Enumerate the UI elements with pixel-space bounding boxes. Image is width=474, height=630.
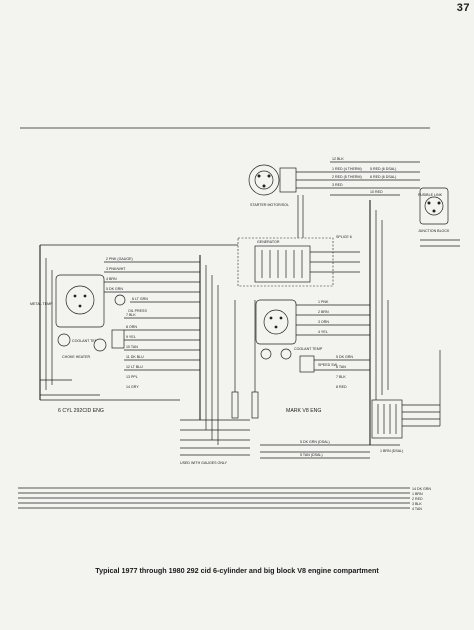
wire-top-1: 12 BLK bbox=[332, 157, 344, 161]
junction-label: JUNCTION BLOCK bbox=[418, 229, 450, 233]
splice-label: SPLICE 6 bbox=[336, 235, 352, 239]
v8-engine: COOLANT TEMP SPEED SW bbox=[255, 299, 370, 373]
coolant-right-label: COOLANT TEMP bbox=[294, 347, 323, 351]
six-cyl-engine: METAL TEMP COOLANT TEMP CHOKE HEATER OIL… bbox=[30, 274, 147, 359]
wire-top-3: 2 RED (5 THERM) bbox=[332, 175, 362, 179]
wire-left-1: 2 PNK (GAUGE) bbox=[106, 257, 133, 261]
wire-right-5: 5 DK GRN bbox=[336, 355, 353, 359]
wire-top-5: 5 RED (6 DSAL) bbox=[370, 167, 396, 171]
junction-block: JUNCTION BLOCK FUSIBLE LINK bbox=[418, 187, 460, 247]
starter-motor: STARTER MOTOR/SOL bbox=[248, 164, 330, 207]
gauges-only-label: USED WITH GAUGES ONLY bbox=[180, 461, 228, 465]
wire-left-6: 7 BLK bbox=[126, 313, 136, 317]
center-connectors: USED WITH GAUGES ONLY bbox=[180, 255, 259, 465]
left-harness bbox=[39, 244, 238, 401]
wire-top-7: 10 RED bbox=[370, 190, 383, 194]
six-cyl-title: 6 CYL 292CID ENG bbox=[58, 408, 104, 414]
bus-label-4: 3 BLK bbox=[412, 502, 422, 506]
v8-title: MARK V8 ENG bbox=[286, 408, 321, 414]
wire-left-8: 9 YEL bbox=[126, 335, 136, 339]
right-harness bbox=[369, 200, 441, 446]
wire-left-2: 3 PNK/WHT bbox=[106, 267, 126, 271]
bus-labels: 14 DK GRN 1 BRN 2 RED 3 BLK 4 TAN bbox=[412, 487, 431, 511]
bus-label-2: 1 BRN bbox=[412, 492, 423, 496]
wire-top-6: 6 RED (6 DSAL) bbox=[370, 175, 396, 179]
bus-label-5: 4 TAN bbox=[412, 507, 422, 511]
wire-right-3: 3 ORN bbox=[318, 320, 329, 324]
starter-label: STARTER MOTOR/SOL bbox=[250, 203, 289, 207]
wire-left-11: 12 LT BLU bbox=[126, 365, 143, 369]
metal-temp-label: METAL TEMP bbox=[30, 302, 53, 306]
wire-right-1: 1 PNK bbox=[318, 300, 329, 304]
wire-left-3: 4 BRN bbox=[106, 277, 117, 281]
wire-left-9: 10 TAN bbox=[126, 345, 138, 349]
fusible-link-label: FUSIBLE LINK bbox=[418, 193, 443, 197]
wire-top-4: 3 RED bbox=[332, 183, 343, 187]
wire-left-7: 8 ORN bbox=[126, 325, 137, 329]
right-wire-labels: 1 PNK 2 BRN 3 ORN 4 YEL 5 DK GRN 6 TAN 7… bbox=[318, 300, 353, 389]
diagram-caption: Typical 1977 through 1980 292 cid 6-cyli… bbox=[95, 566, 379, 575]
left-wire-labels: 2 PNK (GAUGE) 3 PNK/WHT 4 BRN 5 DK GRN 6… bbox=[104, 257, 200, 389]
wire-right-7: 7 BLK bbox=[336, 375, 346, 379]
wire-right-2: 2 BRN bbox=[318, 310, 329, 314]
coolant-left-label: COOLANT TEMP bbox=[72, 339, 101, 343]
page-number: 37 bbox=[456, 2, 470, 14]
oil-press-label: OIL PRESS bbox=[128, 309, 147, 313]
wire-bottom-right-2: 5 TAN (DSAL) bbox=[300, 453, 323, 457]
wire-left-5: 6 LT GRN bbox=[132, 297, 148, 301]
wire-right-4: 4 YEL bbox=[318, 330, 328, 334]
wire-right-8: 8 RED bbox=[336, 385, 347, 389]
choke-heater-label: CHOKE HEATER bbox=[62, 355, 90, 359]
wire-top-2: 1 RED (4 THERM) bbox=[332, 167, 362, 171]
wire-bottom-right-1: 5 DK GRN (DSAL) bbox=[300, 440, 330, 444]
generator-label: GENERATOR bbox=[257, 240, 280, 244]
wire-left-12: 13 PPL bbox=[126, 375, 138, 379]
wire-left-4: 5 DK GRN bbox=[106, 287, 123, 291]
bus-label-1: 14 DK GRN bbox=[412, 487, 431, 491]
wire-right-6: 6 TAN bbox=[336, 365, 346, 369]
bottom-right-wires: 5 DK GRN (DSAL) 5 TAN (DSAL) 1 BRN (DSAL… bbox=[260, 440, 403, 459]
wire-left-13: 14 GRY bbox=[126, 385, 139, 389]
generator: GENERATOR SPLICE 6 bbox=[237, 235, 360, 287]
wire-left-10: 11 DK BLU bbox=[126, 355, 144, 359]
bus-label-3: 2 RED bbox=[412, 497, 423, 501]
wire-bottom-right-3: 1 BRN (DSAL) bbox=[380, 449, 403, 453]
top-harness: 12 BLK 1 RED (4 THERM) 2 RED (5 THERM) 3… bbox=[297, 157, 420, 238]
speed-sw-label: SPEED SW bbox=[318, 363, 338, 367]
